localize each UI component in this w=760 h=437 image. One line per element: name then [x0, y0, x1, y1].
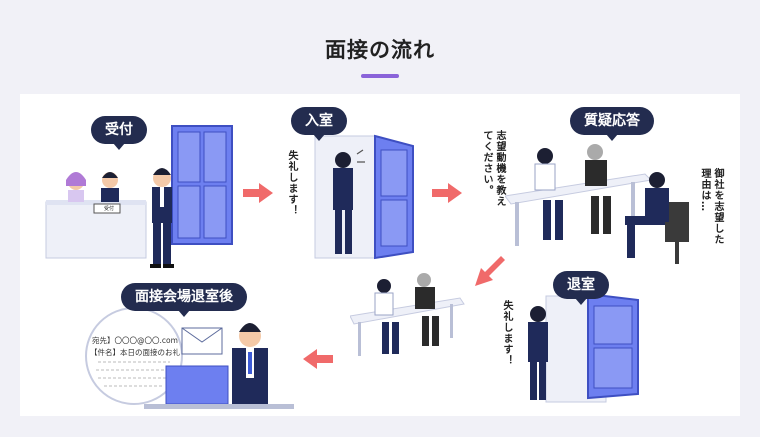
title-underline: [361, 74, 399, 78]
step-badge-after: 面接会場退室後: [121, 283, 247, 317]
arrow-left-icon: [303, 349, 333, 369]
step-badge-reception: 受付: [91, 116, 147, 150]
page-title: 面接の流れ: [325, 38, 435, 62]
reception-scene: [45, 125, 233, 268]
step-badge-qa: 質疑応答: [570, 107, 654, 141]
email-scene: [85, 307, 294, 409]
email-to-line: 宛先】〇〇〇@〇〇.com: [92, 336, 178, 345]
email-subject-line: 【件名】本日の面接のお礼: [90, 348, 180, 357]
exit-scene: [528, 292, 639, 403]
step-badge-exit: 退室: [553, 271, 609, 305]
speech-candidate: 御社を志望した理由は…: [699, 168, 723, 245]
speech-exit: 失礼します！: [501, 300, 512, 366]
arrow-right-icon: [243, 183, 273, 203]
speech-interviewer: 志望動機を教えてください。: [481, 130, 505, 207]
qa-scene: [505, 144, 689, 264]
enter-scene: [314, 134, 414, 260]
step-badge-enter: 入室: [291, 107, 347, 141]
interviewers-scene: [350, 273, 465, 356]
arrow-right-icon: [432, 183, 462, 203]
arrow-down-left-icon: [475, 256, 505, 286]
speech-enter: 失礼します！: [286, 150, 297, 216]
reception-sign: 受付: [103, 206, 114, 212]
